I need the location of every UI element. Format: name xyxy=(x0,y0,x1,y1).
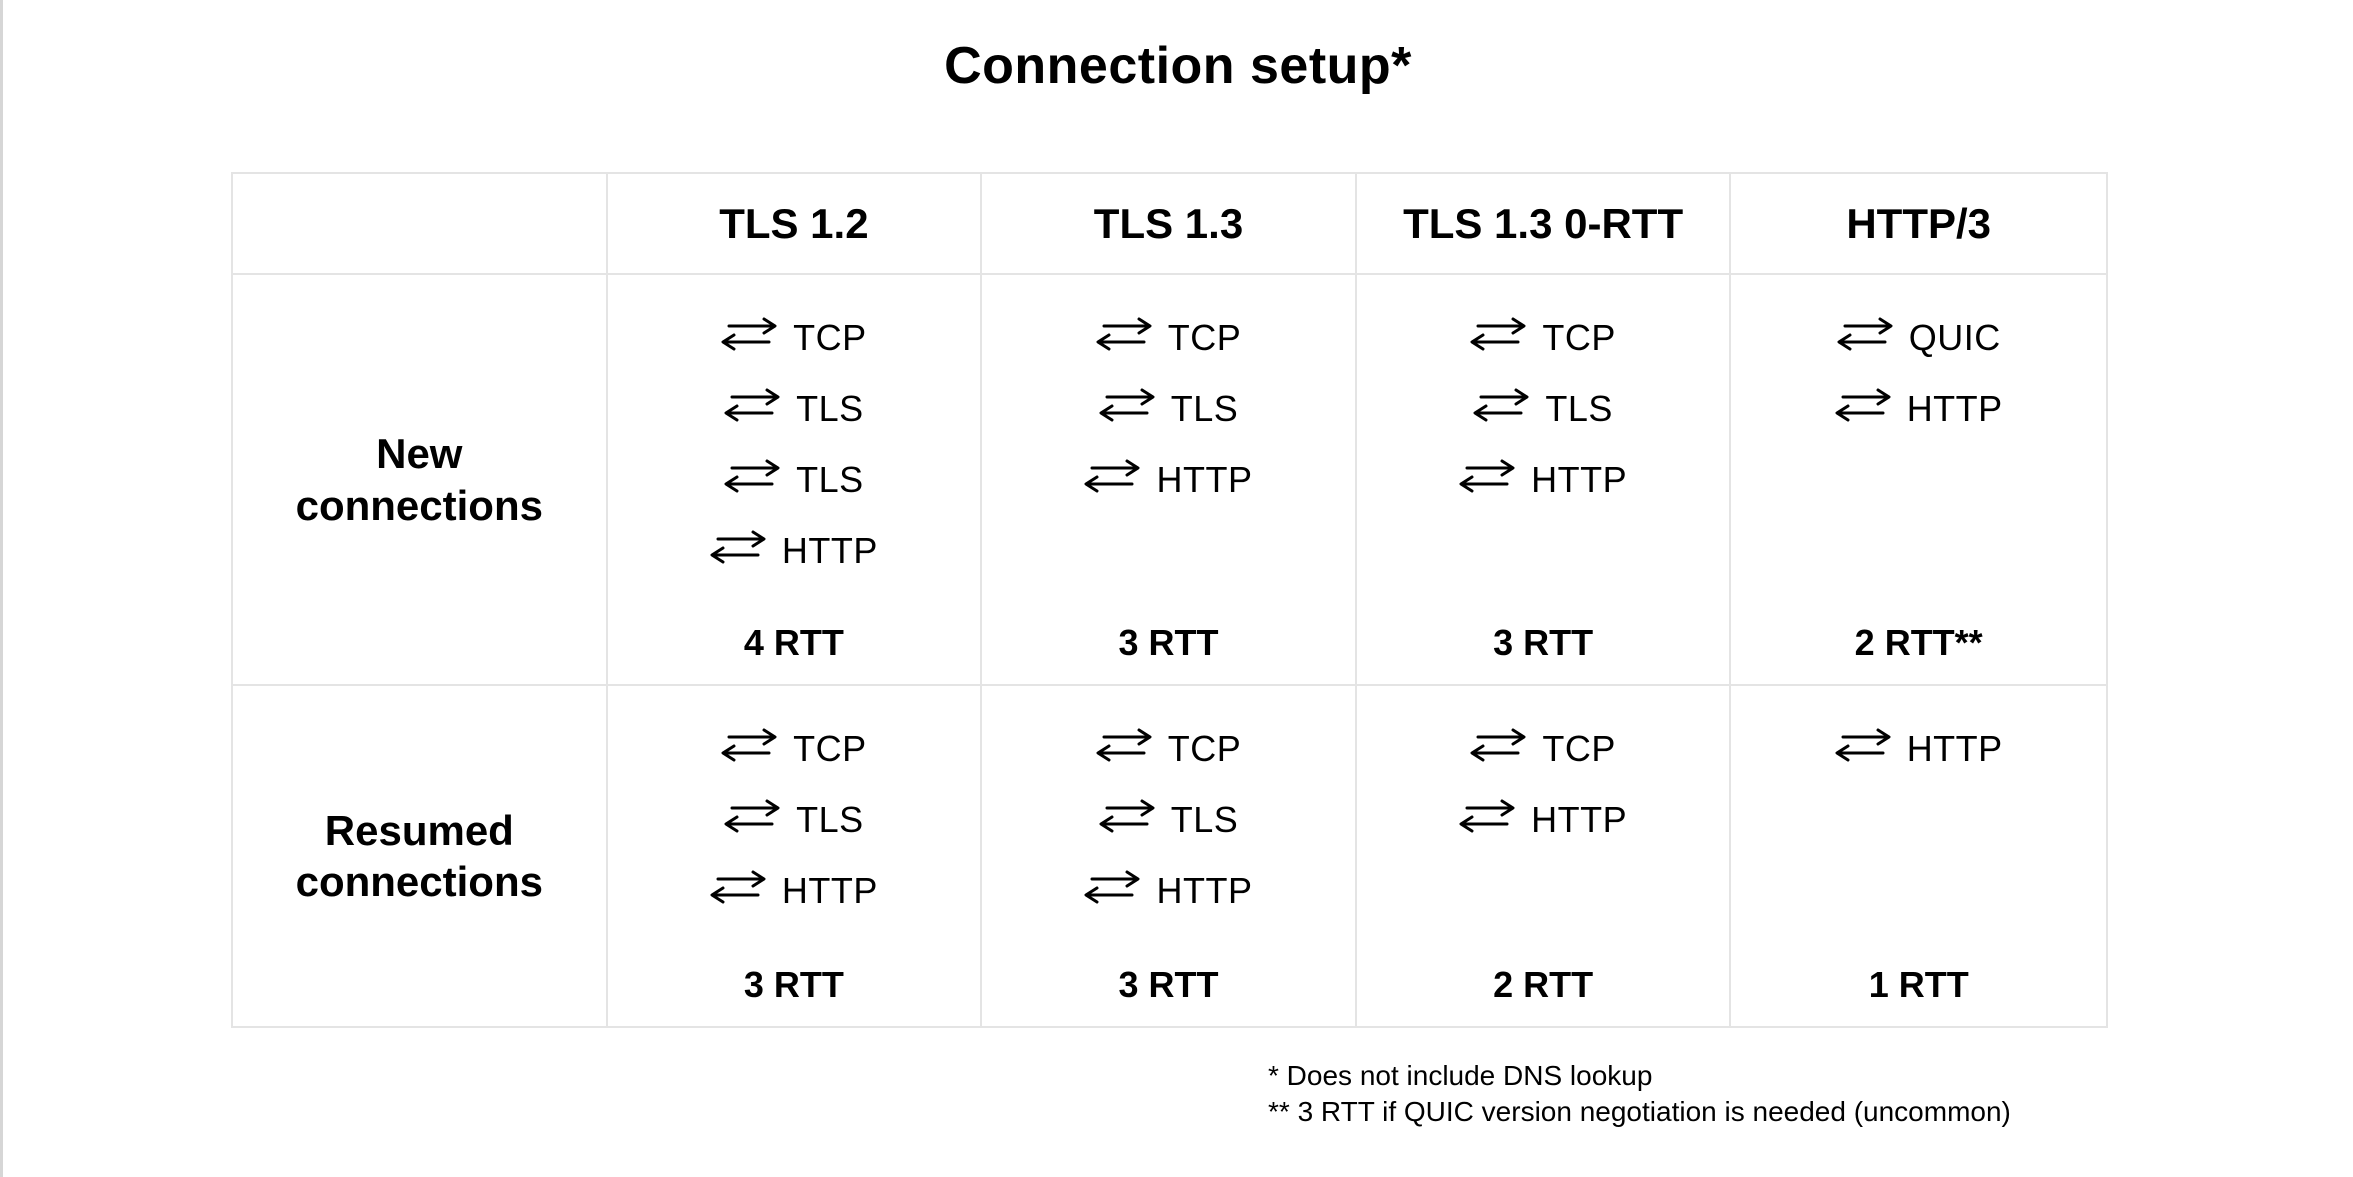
cell-resumed-tls12: TCP TLS HTTP 3 RTT xyxy=(608,686,983,1026)
protocol-label: TLS xyxy=(1170,798,1239,840)
protocol-label: TCP xyxy=(793,316,867,358)
protocol-steps: QUIC HTTP xyxy=(1835,311,2003,429)
protocol-step: HTTP xyxy=(710,524,878,571)
corner-cell xyxy=(233,174,608,275)
rtt-count: 3 RTT xyxy=(1118,964,1219,1005)
protocol-label: HTTP xyxy=(1906,387,2003,429)
protocol-label: TCP xyxy=(793,727,867,769)
protocol-label: TCP xyxy=(1542,316,1616,358)
column-header-http3: HTTP/3 xyxy=(1731,174,2106,275)
cell-new-tls13: TCP TLS HTTP 3 RTT xyxy=(982,275,1357,686)
protocol-label: HTTP xyxy=(781,529,878,571)
protocol-step: HTTP xyxy=(1084,864,1253,911)
exchange-arrows-icon xyxy=(724,459,780,492)
protocol-label: TCP xyxy=(1167,316,1242,358)
cell-new-http3: QUIC HTTP 2 RTT** xyxy=(1731,275,2106,686)
cell-resumed-http3: HTTP 1 RTT xyxy=(1731,686,2106,1026)
exchange-arrows-icon xyxy=(1096,317,1152,350)
exchange-arrows-icon xyxy=(1084,459,1140,492)
cell-new-tls13-0rtt: TCP TLS HTTP 3 RTT xyxy=(1356,275,1732,686)
exchange-arrows-icon xyxy=(1470,317,1526,350)
protocol-label: TLS xyxy=(796,798,864,840)
column-header-tls12: TLS 1.2 xyxy=(607,174,983,275)
protocol-step: QUIC xyxy=(1837,311,2001,358)
protocol-label: TLS xyxy=(1545,387,1613,429)
protocol-step: TCP xyxy=(721,722,867,769)
protocol-step: TLS xyxy=(1473,382,1613,429)
protocol-steps: TCP TLS HTTP xyxy=(1084,311,1253,500)
rtt-count: 2 RTT xyxy=(1493,964,1594,1005)
protocol-step: TLS xyxy=(724,793,864,840)
rtt-count: 3 RTT xyxy=(1493,622,1594,663)
protocol-step: TCP xyxy=(1470,722,1616,769)
exchange-arrows-icon xyxy=(1837,317,1893,350)
protocol-label: TLS xyxy=(1170,387,1239,429)
protocol-step: TCP xyxy=(721,311,867,358)
protocol-label: HTTP xyxy=(1531,798,1628,840)
exchange-arrows-icon xyxy=(1835,388,1891,421)
column-header-tls13-0rtt: TLS 1.3 0-RTT xyxy=(1356,174,1732,275)
protocol-step: TLS xyxy=(1099,793,1239,840)
row-label-new-connections: New connections xyxy=(233,275,608,686)
protocol-label: TCP xyxy=(1542,727,1616,769)
protocol-label: TLS xyxy=(796,387,864,429)
protocol-steps: TCP TLS TLS HTTP xyxy=(710,311,878,571)
protocol-step: TCP xyxy=(1470,311,1616,358)
protocol-steps: HTTP xyxy=(1835,722,2003,769)
footnotes: * Does not include DNS lookup ** 3 RTT i… xyxy=(1268,1058,2011,1130)
protocol-steps: TCP TLS HTTP xyxy=(1084,722,1253,911)
exchange-arrows-icon xyxy=(1084,870,1140,903)
protocol-step: HTTP xyxy=(1835,382,2003,429)
protocol-label: HTTP xyxy=(1156,869,1253,911)
exchange-arrows-icon xyxy=(721,728,777,761)
protocol-step: HTTP xyxy=(710,864,878,911)
exchange-arrows-icon xyxy=(721,317,777,350)
protocol-step: TLS xyxy=(724,453,864,500)
protocol-label: HTTP xyxy=(1906,727,2003,769)
column-header-tls13: TLS 1.3 xyxy=(982,174,1357,275)
rtt-count: 1 RTT xyxy=(1868,964,1969,1005)
protocol-steps: TCP TLS HTTP xyxy=(710,722,878,911)
protocol-label: TLS xyxy=(796,458,864,500)
exchange-arrows-icon xyxy=(1473,388,1529,421)
protocol-label: QUIC xyxy=(1908,316,2001,358)
protocol-step: HTTP xyxy=(1084,453,1253,500)
cell-new-tls12: TCP TLS TLS HTTP 4 RTT xyxy=(607,275,983,686)
rtt-count: 2 RTT** xyxy=(1854,622,1983,663)
row-label-resumed-connections: Resumed connections xyxy=(233,686,608,1026)
footnote-quic-negotiation: ** 3 RTT if QUIC version negotiation is … xyxy=(1268,1095,2011,1127)
page-title: Connection setup* xyxy=(944,37,1412,95)
exchange-arrows-icon xyxy=(1459,799,1515,832)
protocol-step: HTTP xyxy=(1459,793,1628,840)
rtt-count: 4 RTT xyxy=(743,622,844,663)
protocol-steps: TCP TLS HTTP xyxy=(1459,311,1628,500)
protocol-step: TCP xyxy=(1096,311,1242,358)
cell-resumed-tls13-0rtt: TCP HTTP 2 RTT xyxy=(1357,686,1732,1026)
exchange-arrows-icon xyxy=(724,799,780,832)
exchange-arrows-icon xyxy=(710,530,766,563)
rtt-count: 3 RTT xyxy=(1118,622,1219,663)
exchange-arrows-icon xyxy=(1835,728,1891,761)
protocol-label: HTTP xyxy=(781,869,878,911)
connection-setup-table: TLS 1.2 TLS 1.3 TLS 1.3 0-RTT HTTP/3 New… xyxy=(231,172,2108,1028)
cell-resumed-tls13: TCP TLS HTTP 3 RTT xyxy=(982,686,1357,1026)
protocol-label: HTTP xyxy=(1531,458,1628,500)
exchange-arrows-icon xyxy=(1099,388,1155,421)
exchange-arrows-icon xyxy=(724,388,780,421)
exchange-arrows-icon xyxy=(1470,728,1526,761)
exchange-arrows-icon xyxy=(1459,459,1515,492)
protocol-step: TLS xyxy=(1099,382,1239,429)
exchange-arrows-icon xyxy=(1096,728,1152,761)
protocol-label: TCP xyxy=(1167,727,1242,769)
protocol-step: TLS xyxy=(724,382,864,429)
protocol-step: HTTP xyxy=(1459,453,1628,500)
protocol-step: HTTP xyxy=(1835,722,2003,769)
protocol-label: HTTP xyxy=(1156,458,1253,500)
rtt-count: 3 RTT xyxy=(743,964,844,1005)
exchange-arrows-icon xyxy=(710,870,766,903)
exchange-arrows-icon xyxy=(1099,799,1155,832)
footnote-dns: * Does not include DNS lookup xyxy=(1268,1060,1653,1091)
protocol-step: TCP xyxy=(1096,722,1242,769)
protocol-steps: TCP HTTP xyxy=(1459,722,1628,840)
